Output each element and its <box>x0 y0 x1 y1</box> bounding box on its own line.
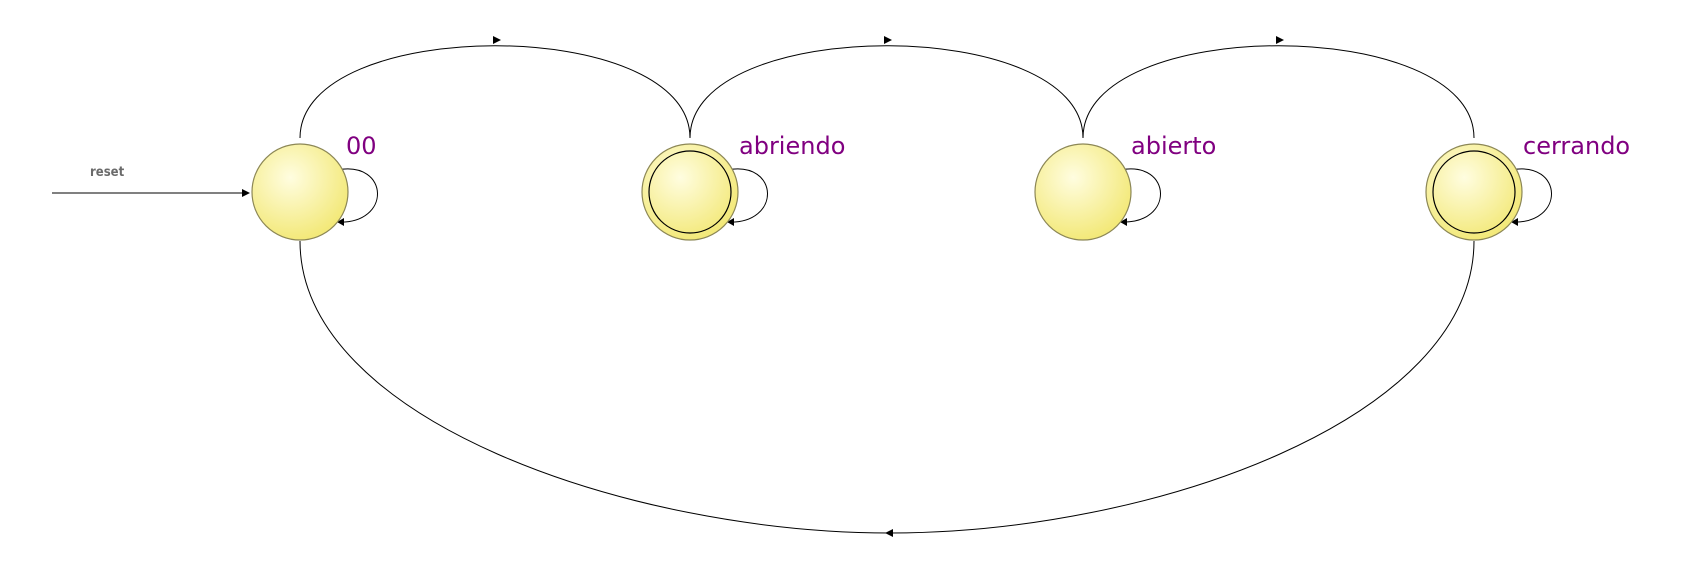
self-loop-00 <box>336 168 378 223</box>
accepting-ring-cerrando <box>1432 150 1516 234</box>
self-loop-abierto <box>1119 168 1161 223</box>
self-loop-00-arrowhead <box>337 218 344 226</box>
state-cerrando[interactable] <box>1425 143 1523 241</box>
state-label-cerrando: cerrando <box>1523 132 1630 160</box>
state-label-abriendo: abriendo <box>739 132 845 160</box>
arrowhead-abierto-to-cerrando <box>1276 36 1284 44</box>
self-loop-cerrando <box>1510 168 1552 223</box>
transition-abriendo-to-abierto <box>689 45 1084 139</box>
arrowhead-abriendo-to-abierto <box>884 36 892 44</box>
reset-label: reset <box>90 165 125 180</box>
self-loop-abriendo-arrowhead <box>727 218 734 226</box>
accepting-ring-abriendo <box>648 150 732 234</box>
transition-00-to-abriendo <box>299 45 691 139</box>
transition-abierto-to-cerrando <box>1082 45 1475 139</box>
state-abierto[interactable] <box>1034 143 1132 241</box>
transition-cerrando-to-00 <box>299 240 1475 534</box>
reset-arrowhead <box>242 189 250 197</box>
arrowhead-00-to-abriendo <box>493 36 501 44</box>
state-label-abierto: abierto <box>1131 132 1216 160</box>
state-label-00: 00 <box>346 132 377 160</box>
self-loop-cerrando-arrowhead <box>1511 218 1518 226</box>
self-loop-abriendo <box>726 168 768 223</box>
state-00[interactable] <box>251 143 349 241</box>
self-loop-abierto-arrowhead <box>1120 218 1127 226</box>
state-abriendo[interactable] <box>641 143 739 241</box>
arrowhead-cerrando-to-00 <box>885 529 893 537</box>
